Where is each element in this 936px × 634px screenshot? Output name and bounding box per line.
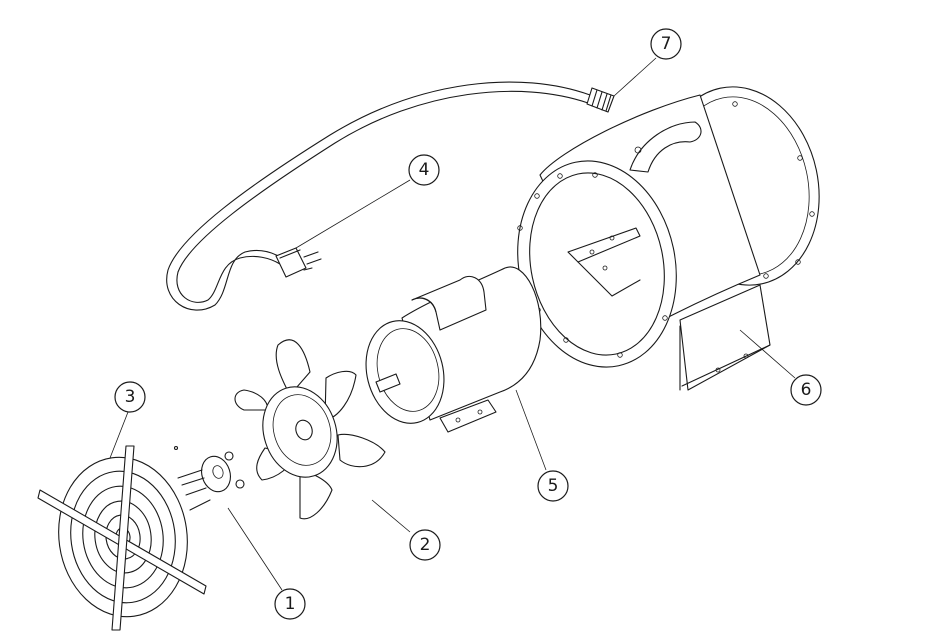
hub-and-bolts bbox=[173, 445, 245, 511]
callout-label-3: 3 bbox=[125, 387, 136, 407]
power-cord bbox=[166, 81, 591, 311]
callout-3: 3 bbox=[114, 381, 146, 413]
cord-connector bbox=[586, 87, 615, 113]
callout-label-6: 6 bbox=[801, 380, 812, 400]
fan-blade bbox=[234, 339, 386, 520]
fan-housing bbox=[517, 86, 820, 391]
power-plug bbox=[275, 247, 322, 278]
callout-label-2: 2 bbox=[420, 535, 431, 555]
callout-5: 5 bbox=[537, 470, 569, 502]
callout-2: 2 bbox=[409, 529, 441, 561]
callout-label-5: 5 bbox=[548, 476, 559, 496]
callout-4: 4 bbox=[408, 154, 440, 186]
callout-6: 6 bbox=[790, 374, 822, 406]
callout-1: 1 bbox=[274, 588, 306, 620]
callout-label-7: 7 bbox=[661, 34, 672, 54]
fan-guard bbox=[37, 445, 207, 631]
callout-7: 7 bbox=[650, 28, 682, 60]
callout-label-4: 4 bbox=[419, 160, 430, 180]
callout-label-1: 1 bbox=[285, 594, 296, 614]
motor bbox=[365, 266, 542, 433]
leader-lines bbox=[109, 57, 796, 591]
